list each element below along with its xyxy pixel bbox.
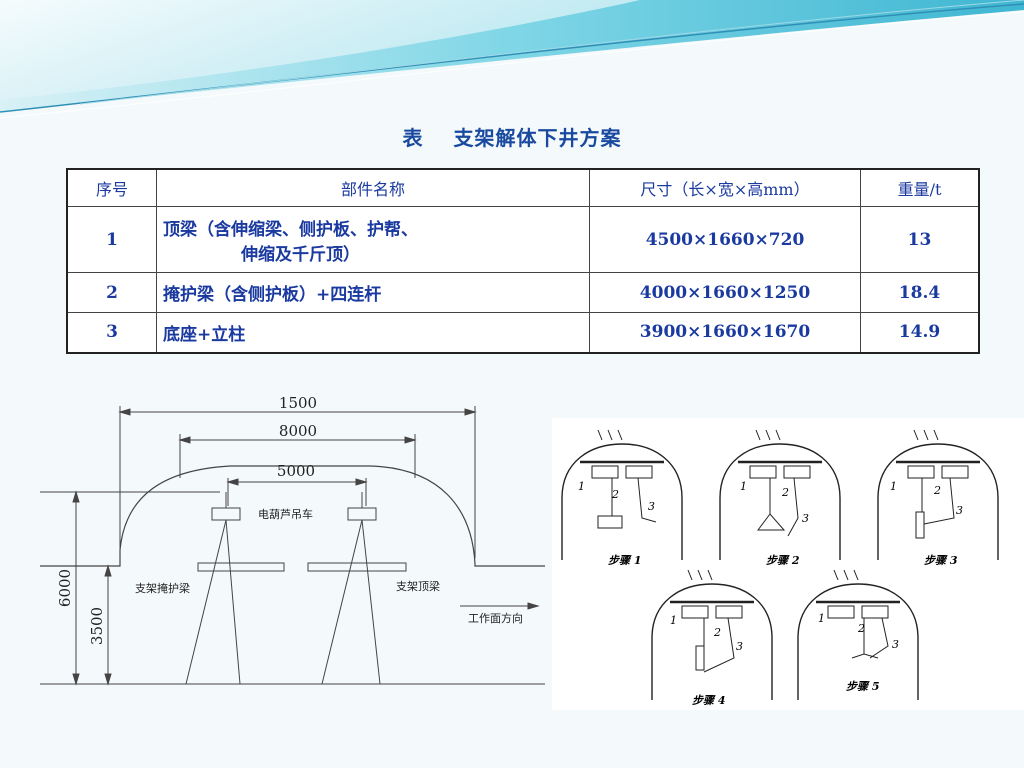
step-2: 1 2 3 步骤 2 bbox=[718, 428, 842, 567]
canopy-beam bbox=[307, 562, 407, 572]
cell-size: 4000×1660×1250 bbox=[589, 272, 861, 313]
part-name-line1: 顶梁（含伸缩梁、侧护板、护帮、 bbox=[163, 219, 418, 240]
hoist-left bbox=[211, 507, 241, 521]
header-size: 尺寸（长×宽×高mm） bbox=[589, 168, 861, 207]
height-wall-label: 3500 bbox=[88, 607, 106, 645]
step-3: 1 2 3 步骤 3 bbox=[876, 428, 1000, 567]
cell-part-name: 掩护梁（含侧护板）+四连杆 bbox=[156, 272, 590, 313]
cell-weight: 13 bbox=[860, 206, 980, 273]
cell-part-name: 顶梁（含伸缩梁、侧护板、护帮、伸缩及千斤顶） bbox=[156, 206, 590, 273]
direction-label: 工作面方向 bbox=[468, 611, 523, 625]
arrow bbox=[404, 436, 417, 444]
shield-beam-label: 支架掩护梁 bbox=[135, 581, 190, 595]
title-text: 支架解体下井方案 bbox=[453, 126, 622, 150]
part-label: 3 bbox=[956, 504, 963, 517]
arrow bbox=[104, 673, 112, 686]
arrow bbox=[464, 408, 477, 416]
part-label: 2 bbox=[713, 626, 721, 639]
dim-label-top: 1500 bbox=[279, 394, 317, 412]
part-label: 3 bbox=[736, 640, 743, 653]
rope bbox=[321, 519, 363, 685]
part-label: 1 bbox=[890, 480, 897, 493]
header-weight: 重量/t bbox=[860, 168, 980, 207]
part-label: 1 bbox=[578, 480, 585, 493]
step-4: 1 2 3 步骤 4 bbox=[650, 568, 774, 707]
part-label: 2 bbox=[781, 486, 789, 499]
arrow bbox=[104, 564, 112, 577]
step-label: 步骤 4 bbox=[692, 694, 725, 707]
part-label: 2 bbox=[933, 484, 941, 497]
tunnel-profile bbox=[40, 465, 545, 567]
part-label: 1 bbox=[740, 480, 747, 493]
table-row: 2 掩护梁（含侧护板）+四连杆 4000×1660×1250 18.4 bbox=[66, 272, 980, 313]
arrow bbox=[226, 478, 239, 486]
dim-label-low: 5000 bbox=[277, 462, 315, 480]
cell-part-name: 底座+立柱 bbox=[156, 312, 590, 353]
arrow bbox=[178, 436, 191, 444]
dim-label-mid: 8000 bbox=[279, 422, 317, 440]
height-total-label: 6000 bbox=[56, 569, 74, 607]
rope bbox=[185, 519, 227, 685]
shield-beam bbox=[197, 562, 285, 572]
header-serial: 序号 bbox=[66, 168, 157, 207]
table-header-row: 序号 部件名称 尺寸（长×宽×高mm） 重量/t bbox=[66, 168, 980, 207]
step-label: 步骤 3 bbox=[924, 554, 958, 567]
hoist-right bbox=[347, 507, 377, 521]
step-5: 1 2 3 步骤 5 bbox=[796, 568, 920, 702]
table-row: 3 底座+立柱 3900×1660×1670 14.9 bbox=[66, 312, 980, 353]
arrow bbox=[527, 602, 540, 610]
arrow bbox=[355, 478, 368, 486]
part-label: 3 bbox=[802, 512, 809, 525]
part-label: 2 bbox=[857, 622, 865, 635]
part-label: 3 bbox=[892, 638, 899, 651]
header-part-name: 部件名称 bbox=[156, 168, 590, 207]
step-label: 步骤 5 bbox=[846, 680, 879, 693]
rope bbox=[361, 519, 381, 685]
cell-serial: 2 bbox=[66, 272, 157, 313]
part-name-line2: 伸缩及千斤顶） bbox=[241, 244, 360, 265]
part-label: 1 bbox=[670, 614, 677, 627]
hoist-label: 电葫芦吊车 bbox=[258, 507, 313, 521]
table-row: 1 顶梁（含伸缩梁、侧护板、护帮、伸缩及千斤顶） 4500×1660×720 1… bbox=[66, 206, 980, 273]
cell-serial: 3 bbox=[66, 312, 157, 353]
arrow bbox=[72, 673, 80, 686]
header-banner bbox=[0, 0, 1024, 119]
cell-size: 3900×1660×1670 bbox=[589, 312, 861, 353]
step-label: 步骤 2 bbox=[766, 554, 800, 567]
arrow bbox=[72, 490, 80, 503]
rope bbox=[225, 519, 241, 685]
cell-weight: 14.9 bbox=[860, 312, 980, 353]
cell-weight: 18.4 bbox=[860, 272, 980, 313]
part-label: 1 bbox=[818, 612, 825, 625]
part-label: 3 bbox=[648, 500, 655, 513]
cell-serial: 1 bbox=[66, 206, 157, 273]
page-title: 表 支架解体下井方案 bbox=[0, 122, 1024, 151]
parts-table: 序号 部件名称 尺寸（长×宽×高mm） 重量/t 1 顶梁（含伸缩梁、侧护板、护… bbox=[66, 168, 980, 354]
tunnel-section-diagram: 1500 8000 5000 电葫芦吊车 支架掩护梁 支架顶梁 工作面方向 60… bbox=[40, 394, 545, 686]
step-label: 步骤 1 bbox=[608, 554, 641, 567]
arrow bbox=[118, 408, 131, 416]
part-label: 2 bbox=[611, 488, 619, 501]
canopy-beam-label: 支架顶梁 bbox=[396, 579, 440, 593]
step-1: 1 2 3 步骤 1 bbox=[560, 428, 684, 567]
title-prefix: 表 bbox=[402, 126, 424, 150]
cell-size: 4500×1660×720 bbox=[589, 206, 861, 273]
dismantle-steps-panel: 1 2 3 步骤 1 1 2 3 步骤 2 1 2 3 步骤 3 1 2 3 步… bbox=[552, 418, 1024, 710]
